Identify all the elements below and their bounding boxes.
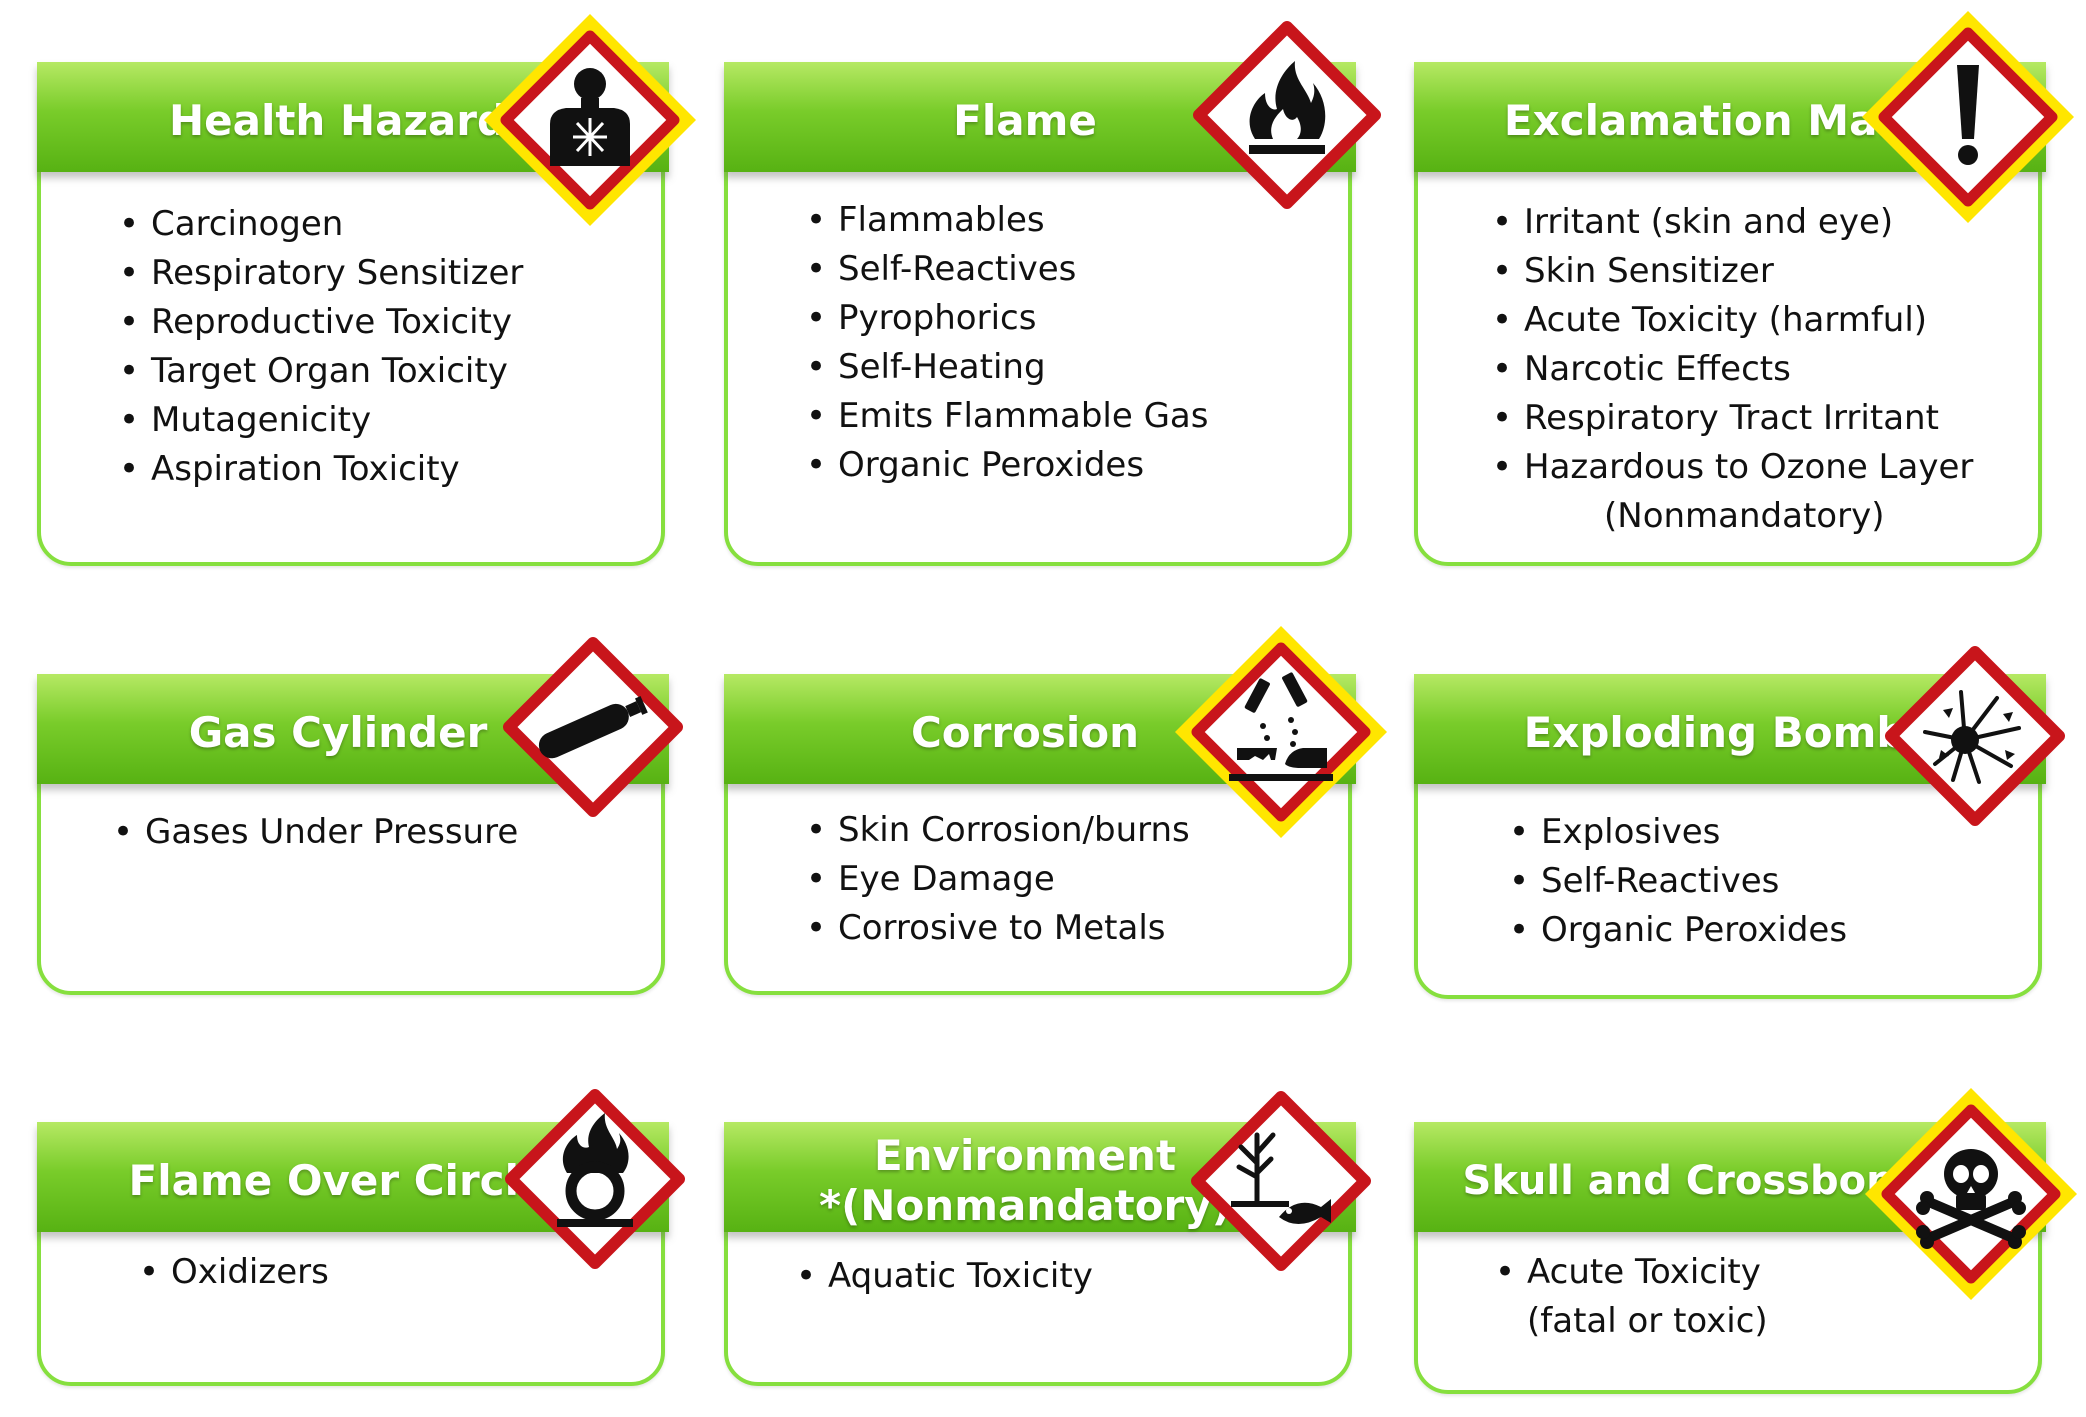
- card-title: Flame Over Circle: [128, 1156, 548, 1205]
- list-item: Reproductive Toxicity: [119, 298, 523, 347]
- hazard-list: Skin Corrosion/burns Eye Damage Corrosiv…: [806, 806, 1190, 953]
- list-item: Flammables: [806, 196, 1208, 245]
- environment-icon: [1191, 1091, 1371, 1271]
- list-item: Oxidizers: [139, 1248, 329, 1297]
- card-title-line: Environment: [873, 1131, 1177, 1180]
- list-item: Acute Toxicity (harmful): [1492, 296, 1973, 345]
- list-item-text: Hazardous to Ozone Layer: [1524, 447, 1974, 487]
- list-item: Carcinogen: [119, 200, 523, 249]
- list-item: Self-Reactives: [806, 245, 1208, 294]
- list-item: Irritant (skin and eye): [1492, 198, 1973, 247]
- card-title: Flame: [953, 96, 1097, 145]
- gas-cylinder-icon: [503, 637, 683, 817]
- hazard-list: Explosives Self-Reactives Organic Peroxi…: [1509, 808, 1847, 955]
- card-title: Skull and Crossbones: [1462, 1158, 1946, 1204]
- list-item: Eye Damage: [806, 855, 1190, 904]
- hazard-list: Flammables Self-Reactives Pyrophorics Se…: [806, 196, 1208, 490]
- flame-over-circle-icon: [505, 1089, 685, 1269]
- hazard-list: Oxidizers: [139, 1248, 329, 1297]
- list-item: Pyrophorics: [806, 294, 1208, 343]
- list-item-continuation: (fatal or toxic): [1527, 1301, 1768, 1341]
- corrosion-icon: [1175, 626, 1387, 838]
- list-item-continuation: (Nonmandatory): [1604, 496, 1885, 536]
- card-title: Corrosion: [910, 708, 1140, 757]
- list-item: Acute Toxicity (fatal or toxic): [1495, 1248, 1768, 1346]
- hazard-list: Aquatic Toxicity: [796, 1252, 1093, 1301]
- flame-icon: [1193, 21, 1381, 209]
- card-title: Exploding Bomb: [1523, 708, 1907, 757]
- list-item: Respiratory Tract Irritant: [1492, 394, 1973, 443]
- list-item: Organic Peroxides: [1509, 906, 1847, 955]
- list-item: Organic Peroxides: [806, 441, 1208, 490]
- list-item: Narcotic Effects: [1492, 345, 1973, 394]
- list-item: Hazardous to Ozone Layer (Nonmandatory): [1492, 443, 1973, 541]
- list-item: Gases Under Pressure: [113, 808, 518, 857]
- card-title: Gas Cylinder: [188, 708, 488, 757]
- card-title-line: *(Nonmandatory): [819, 1181, 1231, 1230]
- hazard-list: Carcinogen Respiratory Sensitizer Reprod…: [119, 200, 523, 494]
- skull-and-crossbones-icon: [1865, 1088, 2077, 1300]
- list-item: Self-Reactives: [1509, 857, 1847, 906]
- exclamation-mark-icon: [1862, 11, 2074, 223]
- list-item: Skin Sensitizer: [1492, 247, 1973, 296]
- health-hazard-icon: [484, 14, 696, 226]
- card-gas-cylinder: Gas Cylinder Gases Under Pressure: [37, 674, 669, 995]
- list-item: Explosives: [1509, 808, 1847, 857]
- card-title: Environment *(Nonmandatory): [746, 1126, 1304, 1236]
- list-item: Respiratory Sensitizer: [119, 249, 523, 298]
- list-item: Corrosive to Metals: [806, 904, 1190, 953]
- list-item: Aquatic Toxicity: [796, 1252, 1093, 1301]
- list-item: Self-Heating: [806, 343, 1208, 392]
- list-item-text: Acute Toxicity: [1527, 1252, 1761, 1292]
- list-item: Mutagenicity: [119, 396, 523, 445]
- hazard-list: Acute Toxicity (fatal or toxic): [1495, 1248, 1768, 1346]
- hazard-list: Irritant (skin and eye) Skin Sensitizer …: [1492, 198, 1973, 541]
- list-item: Aspiration Toxicity: [119, 445, 523, 494]
- list-item: Target Organ Toxicity: [119, 347, 523, 396]
- card-corrosion: Corrosion Skin Corrosion/burns Eye Damag…: [724, 674, 1356, 995]
- card-title: Exclamation Mark: [1503, 96, 1927, 145]
- hazard-list: Gases Under Pressure: [113, 808, 518, 857]
- card-title: Health Hazard: [168, 96, 508, 145]
- exploding-bomb-icon: [1885, 646, 2065, 826]
- list-item: Skin Corrosion/burns: [806, 806, 1190, 855]
- list-item: Emits Flammable Gas: [806, 392, 1208, 441]
